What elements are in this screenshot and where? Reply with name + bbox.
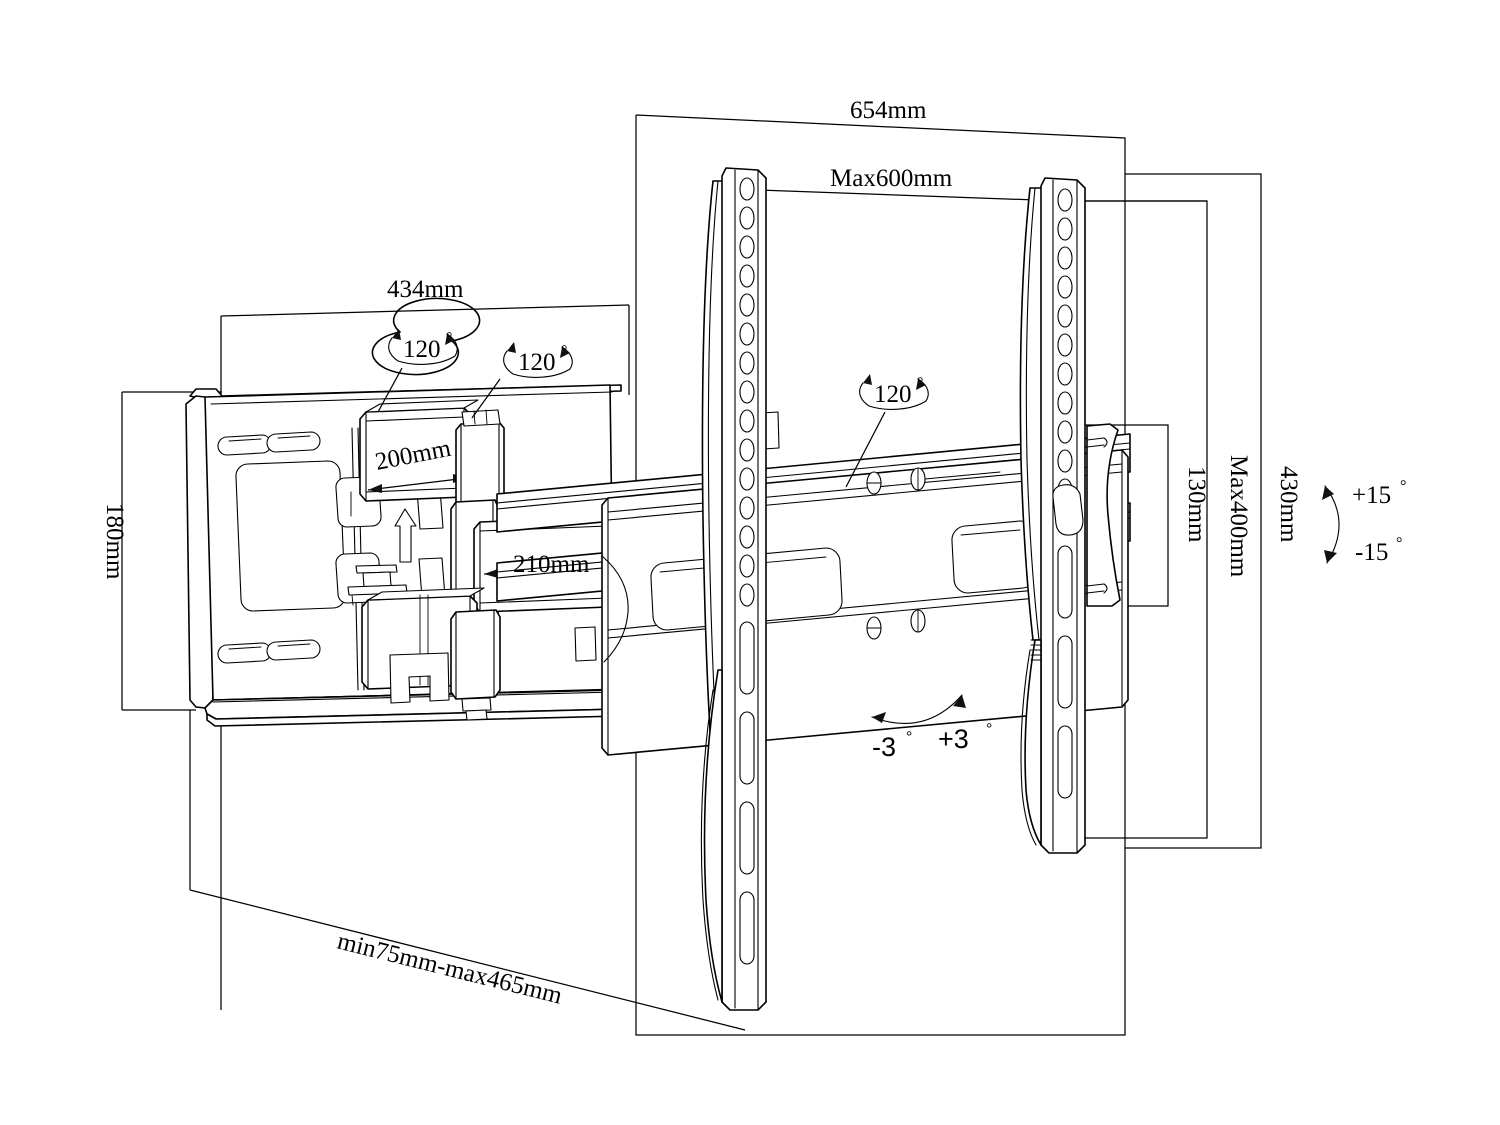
wall-plate-slot-holes [217,431,321,664]
arm-joint-block-upper [455,409,505,509]
angle-badge-120-b: 120 ° [503,342,573,378]
angle-badge-120-c: 120 ° [859,374,929,410]
pivot-bolt-lower [347,564,408,606]
tilt-fine-pos-label: +3 [938,724,969,754]
vertical-tv-rail-right [1019,177,1121,854]
dimension-label-max400mm: Max400mm [1225,455,1252,578]
tilt-up-degree-symbol: ° [1400,478,1406,495]
arm-tab-small [574,626,597,662]
dimension-label-434mm: 434mm [387,276,464,303]
arm-joint-block-lower [361,587,501,721]
dimension-label-654mm: 654mm [850,97,927,124]
cross-bar-fasteners [866,467,1001,640]
tilt-arc-15: +15 ° -15 ° [1322,478,1406,566]
vertical-tv-rail-left [700,167,767,1011]
tilt-fine-pos-degree-symbol: ° [986,721,992,738]
degree-symbol-a: ° [446,330,452,347]
dimension-label-430mm: 430mm [1275,466,1302,543]
angle-leader-lines [377,367,886,488]
rail-left-round-holes [739,177,755,607]
tilt-down-degree-symbol: ° [1396,535,1402,552]
rail-right-serration [1030,639,1042,661]
tilt-up-label: +15 [1352,482,1391,509]
orientation-arrow-icon [394,508,417,563]
dimension-label-180mm: 180mm [101,503,128,580]
angle-label-120-a: 120 [403,336,441,363]
rail-left-slots [739,621,755,965]
tilt-arc-3: -3 ° +3 ° [871,694,992,762]
tilt-down-label: -15 [1355,539,1388,566]
angle-label-120-c: 120 [874,381,912,408]
rail-right-slots [1057,545,1073,799]
dimension-label-max600mm: Max600mm [830,165,953,192]
angle-label-120-b: 120 [518,349,556,376]
degree-symbol-c: ° [917,375,923,392]
angle-badge-120-a: 120 ° [371,297,481,376]
dimension-label-130mm: 130mm [1183,466,1210,543]
degree-symbol-b: ° [561,343,567,360]
dimension-label-210mm: 210mm [513,551,590,578]
tilt-fine-neg-label: -3 [872,732,896,762]
tilt-fine-neg-degree-symbol: ° [906,729,912,746]
